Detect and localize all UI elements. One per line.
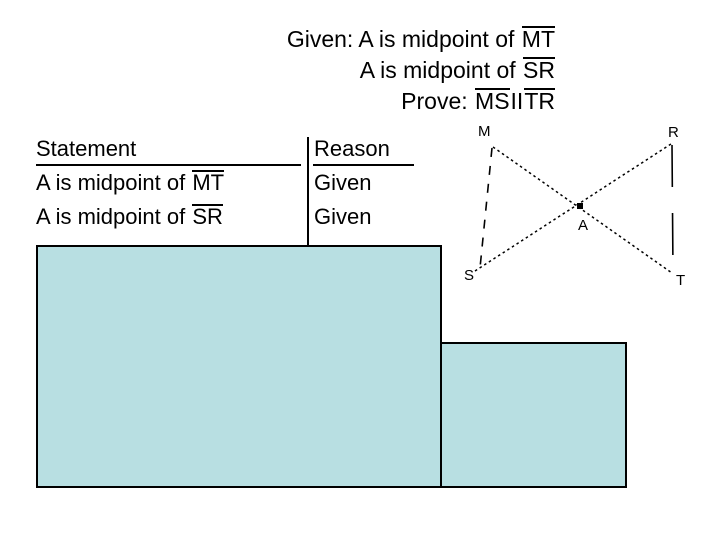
segment-overline-mt: MT: [521, 26, 555, 52]
blank-answer-area-small[interactable]: [440, 342, 627, 488]
reason-cell-1: Given: [314, 170, 372, 195]
figure-label-a: A: [578, 217, 589, 234]
geometry-figure-svg: [474, 143, 674, 274]
blank-answer-area-large[interactable]: [36, 245, 442, 488]
statement-cell-2-text: A is midpoint of: [36, 204, 192, 229]
segment-overline-mt-row: MT: [192, 170, 225, 195]
parallel-symbol: II: [510, 88, 524, 114]
statement-header-rule: [36, 164, 301, 166]
statement-cell-1-text: A is midpoint of: [36, 170, 192, 195]
column-header-reason: Reason: [314, 136, 390, 161]
given-line-2: A is midpoint of SR: [0, 55, 556, 86]
statement-cell-2: A is midpoint of SR: [36, 204, 307, 230]
table-row: A is midpoint of SR Given: [36, 204, 414, 238]
prove-line: Prove: MSIITR: [0, 86, 556, 117]
proof-table: Statement Reason A is midpoint of MT Giv…: [36, 136, 414, 245]
segment-overline-sr: SR: [523, 57, 555, 83]
segment-ms-line: [479, 147, 493, 269]
statement-cell-1: A is midpoint of MT: [36, 170, 307, 196]
table-header-row: Statement Reason: [36, 136, 414, 170]
figure-label-r: R: [668, 124, 679, 141]
figure-label-m: M: [478, 123, 491, 140]
figure-label-t: T: [676, 272, 686, 289]
segment-rt-line: [671, 144, 674, 273]
table-column-divider: [307, 137, 309, 245]
given-line-2-text: A is midpoint of: [359, 57, 523, 83]
column-header-statement: Statement: [36, 136, 137, 161]
reason-cell-2: Given: [314, 204, 372, 229]
given-line-1-text: Given: A is midpoint of: [286, 26, 521, 52]
segment-mt-line: [492, 146, 673, 274]
reason-header-rule: [313, 164, 414, 166]
given-line-1: Given: A is midpoint of MT: [0, 24, 556, 55]
geometry-figure: M R A S T: [450, 118, 720, 303]
midpoint-a-marker: [577, 203, 583, 209]
segment-overline-sr-row: SR: [192, 204, 223, 229]
segment-overline-tr: TR: [524, 88, 555, 114]
prove-line-text: Prove:: [401, 88, 475, 114]
segment-overline-ms: MS: [475, 88, 510, 114]
table-row: A is midpoint of MT Given: [36, 170, 414, 204]
segment-sr-line: [474, 143, 672, 272]
figure-label-s: S: [464, 267, 475, 284]
problem-statement: Given: A is midpoint of MT A is midpoint…: [0, 24, 556, 117]
